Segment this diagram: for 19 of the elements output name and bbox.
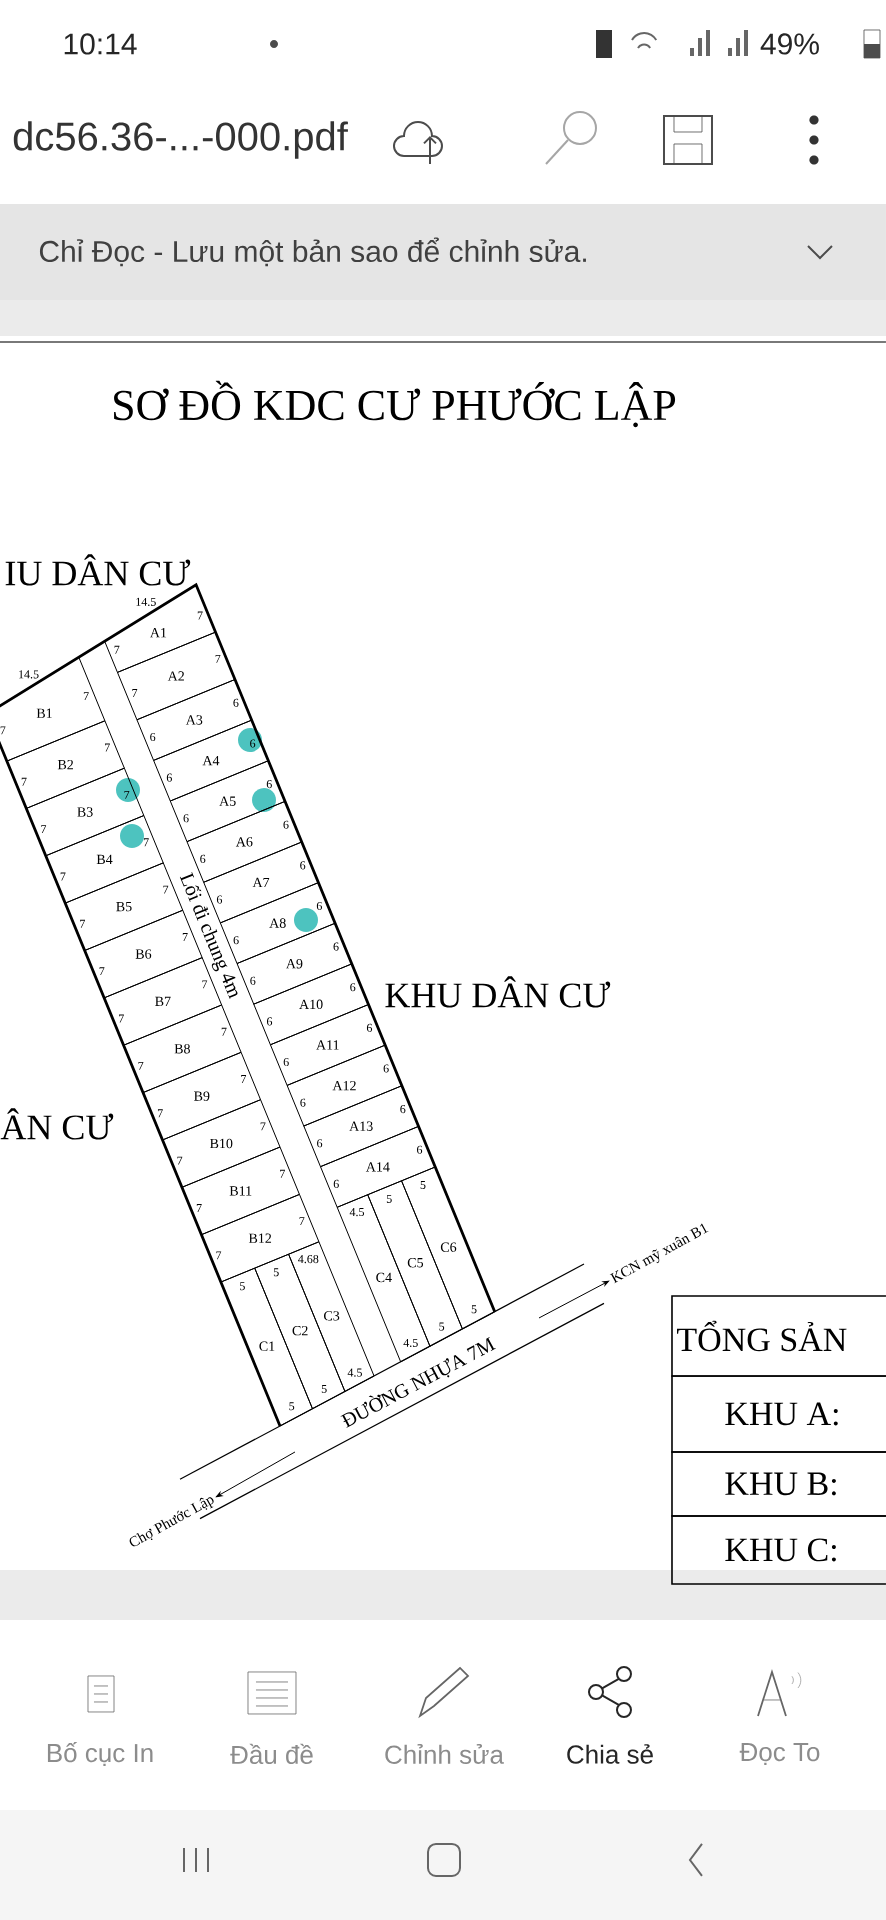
toolbar-label: Bố cục In: [47, 1742, 153, 1766]
area-label: IU DÂN CƯ: [5, 554, 191, 586]
notice-banner: Chỉ Đọc - Lưu một bản sao để chỉnh sửa.: [0, 204, 886, 300]
table-cell: KHU B:: [671, 1451, 886, 1517]
toolbar-label: Chỉnh sửa: [385, 1744, 504, 1764]
battery-percent: 49%: [760, 33, 819, 55]
area-label: KHU DÂN CƯ: [385, 976, 611, 1008]
table-cell: KHU C:: [671, 1515, 886, 1585]
arrow: [216, 1451, 296, 1498]
toolbar-label: Chia sẻ: [567, 1744, 653, 1764]
toolbar-label: Đọc To: [739, 1743, 820, 1765]
toolbar-label: Đầu đề: [230, 1743, 313, 1765]
title: SƠ ĐỒ KDC CƯ PHƯỚC LẬP: [114, 380, 676, 428]
table-cell: KHU A:: [671, 1375, 886, 1453]
table-cell: TỔNG SẢN: [671, 1295, 886, 1377]
file-name: dc56.36-...-000.pdf: [13, 121, 348, 159]
arrow: [538, 1280, 610, 1319]
status-time: 10:14: [64, 33, 137, 55]
area-label: ÂN CƯ: [0, 1108, 114, 1140]
